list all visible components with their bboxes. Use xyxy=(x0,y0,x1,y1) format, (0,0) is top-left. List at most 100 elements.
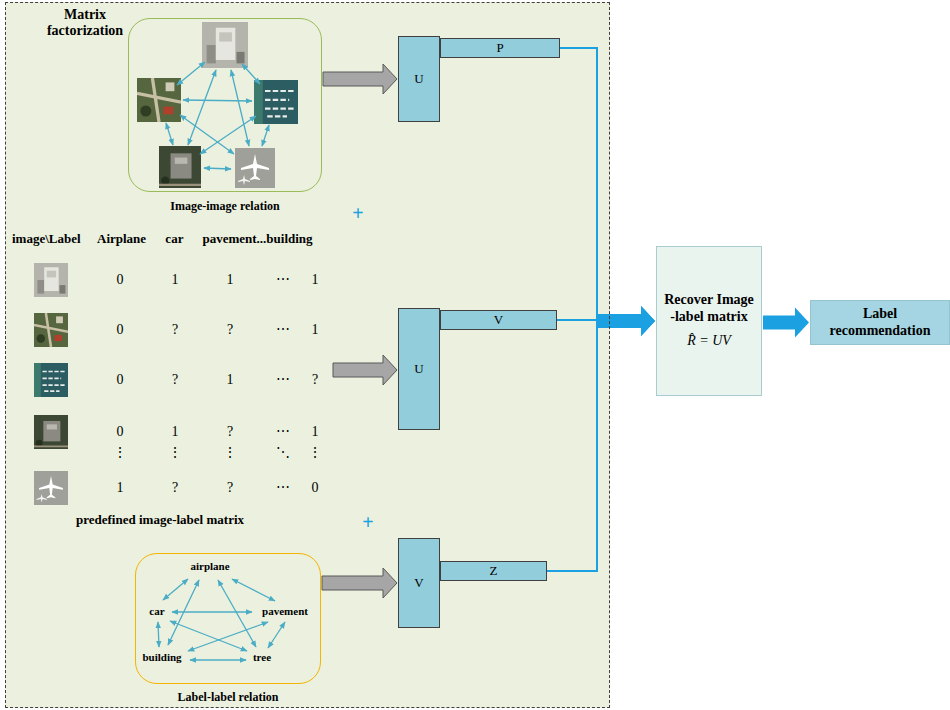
output-box: Label recommendation xyxy=(810,300,950,345)
plus-sign: + xyxy=(362,510,373,534)
text-slot: building xyxy=(142,651,181,664)
merge-connector xyxy=(557,306,655,336)
matrix-cell: ? xyxy=(312,372,318,389)
matrix-box: V xyxy=(398,538,440,628)
label-slot: ? xyxy=(227,424,233,441)
matrix-cell: 0 xyxy=(117,272,124,289)
matrix-box: V xyxy=(440,310,557,330)
matrix-box: Z xyxy=(440,561,547,581)
image-thumbnails xyxy=(137,22,298,188)
relation-arrow xyxy=(188,622,268,651)
label-slot: + xyxy=(362,510,373,534)
label-slot: 1 xyxy=(227,272,234,289)
label-slot: ⋯ xyxy=(276,424,290,441)
node-text: Recover Image -label matrix xyxy=(662,292,756,326)
relation-arrows xyxy=(166,62,269,169)
satellite-image xyxy=(235,148,275,188)
block-arrow xyxy=(323,64,397,94)
matrix-cell: ⋮ xyxy=(113,445,127,462)
node-text: airplane xyxy=(190,560,229,573)
label-slot: 0 xyxy=(117,272,124,289)
label-slot: 0 xyxy=(117,372,124,389)
label-relation-arrows xyxy=(158,579,285,660)
satellite-image xyxy=(34,415,68,449)
satellite-image xyxy=(159,146,201,188)
connector-line xyxy=(547,321,597,571)
text-slot: Image-image relation xyxy=(126,199,324,213)
fat-arrow xyxy=(596,306,655,336)
relation-arrow xyxy=(183,100,252,101)
matrix-cell: ? xyxy=(227,480,233,497)
text-slot: Label-label relation xyxy=(133,690,323,704)
block-arrow-shape xyxy=(323,64,397,94)
matrix-cell: 1 xyxy=(312,424,319,441)
node-text: car xyxy=(149,605,164,618)
region-ground xyxy=(5,2,610,708)
label-slot: 1 xyxy=(117,480,124,497)
matrix-cell: ⋯ xyxy=(276,272,290,289)
relation-arrow xyxy=(232,579,275,601)
label-slot: predefined image-label matrix xyxy=(76,512,244,528)
matrix-cell: 1 xyxy=(227,372,234,389)
label-slot: ⋱ xyxy=(276,445,290,462)
matrix-cell: ⋱ xyxy=(276,445,290,462)
relation-panel: Image-image relation xyxy=(128,18,322,214)
label-slot: ⋯ xyxy=(276,272,290,289)
matrix-box: U xyxy=(398,36,440,122)
node-text: V xyxy=(414,575,423,591)
plus-sign: + xyxy=(352,201,363,225)
relation-arrow xyxy=(172,611,252,612)
relation-arrow xyxy=(218,580,256,647)
satellite-image xyxy=(34,313,68,347)
matrix-cell: ? xyxy=(227,322,233,339)
matrix-cell: 0 xyxy=(312,480,319,497)
label-slot: 1 xyxy=(312,272,319,289)
text-slot: Matrix factorization xyxy=(36,7,134,39)
label-slot: ? xyxy=(172,372,178,389)
label-slot: ? xyxy=(312,372,318,389)
relation-arrow xyxy=(262,125,269,146)
text-slot: airplane xyxy=(190,560,229,573)
satellite-image xyxy=(137,78,181,122)
relation-arrow xyxy=(170,621,247,651)
matrix-cell: ⋮ xyxy=(308,445,322,462)
node-text: Z xyxy=(490,563,498,579)
block-arrow-shape xyxy=(322,568,397,598)
matrix-cell: 1 xyxy=(227,272,234,289)
relation-arrow xyxy=(200,116,256,154)
label-slot: 0 xyxy=(117,322,124,339)
node-text: Label recommendation xyxy=(817,306,943,340)
node-text: V xyxy=(494,312,503,328)
label-slot: ? xyxy=(172,322,178,339)
relation-arrow xyxy=(242,64,260,84)
label-slot: 0 xyxy=(312,480,319,497)
label-slot: 1 xyxy=(172,424,179,441)
matrix-cell: 0 xyxy=(117,322,124,339)
satellite-image xyxy=(202,22,248,68)
matrix-box: U xyxy=(398,308,440,430)
relation-panel: airplanecarpavementbuildingtreeLabel-lab… xyxy=(135,553,321,705)
block-arrow xyxy=(333,355,397,385)
label-slot: + xyxy=(352,201,363,225)
matrix-cell: ⋯ xyxy=(276,480,290,497)
matrix-cell: ? xyxy=(172,372,178,389)
fat-arrow xyxy=(596,306,655,336)
fat-arrow xyxy=(596,306,655,336)
matrix-caption: predefined image-label matrix xyxy=(76,512,244,528)
node-text: Label-label relation xyxy=(133,690,323,704)
text-slot: tree xyxy=(253,651,271,664)
label-slot: 1 xyxy=(227,372,234,389)
relation-arrow xyxy=(190,659,246,660)
fat-arrow xyxy=(763,308,809,338)
relation-arrow xyxy=(166,123,173,145)
label-slot: ⋯ xyxy=(276,372,290,389)
node-text: tree xyxy=(253,651,271,664)
matrix-cell: ? xyxy=(172,322,178,339)
relation-arrow xyxy=(158,622,159,647)
node-text: R̂ = UV xyxy=(687,333,731,350)
matrix-cell: 1 xyxy=(117,480,124,497)
label-slot: ⋮ xyxy=(168,445,182,462)
merge-connector xyxy=(560,48,655,336)
